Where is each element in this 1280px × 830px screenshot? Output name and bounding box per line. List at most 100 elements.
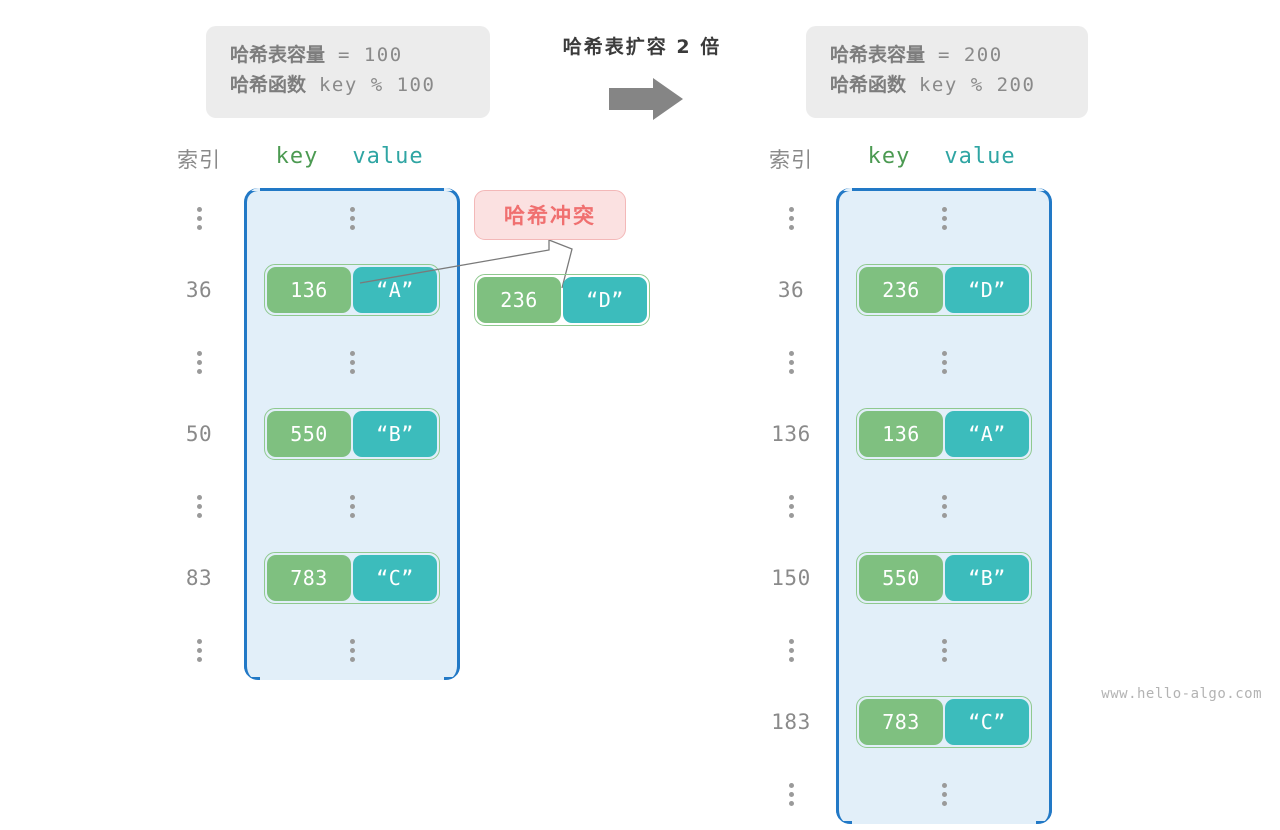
row-cell-area	[836, 182, 1052, 254]
row-index	[160, 470, 238, 542]
kv-key: 783	[267, 555, 351, 601]
kv-key: 550	[859, 555, 943, 601]
kv-key: 783	[859, 699, 943, 745]
ellipsis-icon	[941, 494, 947, 518]
ellipsis-icon	[196, 350, 202, 374]
row-index	[752, 182, 830, 254]
row-cell-area	[244, 182, 460, 254]
row-index: 36	[777, 278, 805, 302]
row-index	[752, 326, 830, 398]
row-cell-area: 783“C”	[244, 542, 460, 614]
table-row	[752, 470, 1052, 542]
capacity-label-before: 哈希表容量	[230, 44, 326, 66]
ellipsis-icon	[941, 638, 947, 662]
ellipsis-icon	[349, 206, 355, 230]
table-row: 83 783“C”	[160, 542, 460, 614]
kv-key: 136	[859, 411, 943, 457]
ellipsis-icon	[788, 494, 794, 518]
ellipsis-icon	[349, 494, 355, 518]
kv-value: “C”	[945, 699, 1029, 745]
ellipsis-icon	[196, 638, 202, 662]
header-key-before: key	[275, 144, 319, 169]
function-expr-after: key % 200	[918, 74, 1036, 96]
ellipsis-icon	[941, 206, 947, 230]
row-index: 83	[185, 566, 213, 590]
row-cell-area: 136“A”	[836, 398, 1052, 470]
capacity-expr-after: = 200	[937, 44, 1003, 66]
kv-pair: 236 “D”	[474, 274, 650, 326]
kv-value: “D”	[563, 277, 647, 323]
table-row	[160, 614, 460, 686]
table-row: 183 783“C”	[752, 686, 1052, 758]
header-index-before: 索引	[177, 148, 221, 172]
row-cell-area: 783“C”	[836, 686, 1052, 758]
kv-value: “D”	[945, 267, 1029, 313]
row-cell-area	[244, 470, 460, 542]
row-index	[752, 614, 830, 686]
function-expr-before: key % 100	[318, 74, 436, 96]
kv-key: 550	[267, 411, 351, 457]
capacity-expr-before: = 100	[337, 44, 403, 66]
row-index	[752, 758, 830, 830]
row-cell-area	[244, 614, 460, 686]
capacity-line-before: 哈希表容量 = 100	[230, 40, 466, 70]
row-index	[160, 614, 238, 686]
kv-pair: 550“B”	[856, 552, 1032, 604]
kv-pair: 236“D”	[856, 264, 1032, 316]
row-index	[160, 182, 238, 254]
header-value-after: value	[944, 144, 1016, 169]
kv-value: “B”	[945, 555, 1029, 601]
kv-pair: 550“B”	[264, 408, 440, 460]
kv-key: 236	[477, 277, 561, 323]
kv-pair: 783“C”	[264, 552, 440, 604]
kv-pair: 136“A”	[856, 408, 1032, 460]
kv-pair: 783“C”	[856, 696, 1032, 748]
table-row	[160, 326, 460, 398]
row-cell-area: 236“D”	[836, 254, 1052, 326]
collision-badge: 哈希冲突	[474, 190, 626, 240]
row-index: 50	[185, 422, 213, 446]
kv-key: 236	[859, 267, 943, 313]
table-row	[752, 326, 1052, 398]
row-cell-area	[836, 326, 1052, 398]
header-key-after: key	[867, 144, 911, 169]
header-value-before: value	[352, 144, 424, 169]
function-label-before: 哈希函数	[230, 74, 307, 96]
kv-value: “A”	[945, 411, 1029, 457]
row-cell-area: 550“B”	[836, 542, 1052, 614]
function-label-after: 哈希函数	[830, 74, 907, 96]
table-row	[752, 614, 1052, 686]
ellipsis-icon	[196, 494, 202, 518]
row-index: 136	[771, 422, 811, 446]
kv-value: “B”	[353, 411, 437, 457]
table-row	[752, 758, 1052, 830]
right-arrow-icon	[595, 75, 695, 125]
kv-key: 136	[267, 267, 351, 313]
table-row	[160, 470, 460, 542]
row-cell-area	[244, 326, 460, 398]
transition-label: 哈希表扩容 2 倍	[562, 36, 722, 58]
table-row	[160, 182, 460, 254]
row-index	[752, 470, 830, 542]
ellipsis-icon	[941, 782, 947, 806]
row-index	[160, 326, 238, 398]
header-index-after: 索引	[769, 148, 813, 172]
ellipsis-icon	[788, 206, 794, 230]
row-cell-area	[836, 614, 1052, 686]
row-index: 183	[771, 710, 811, 734]
diagram-canvas: 哈希表容量 = 100 哈希函数 key % 100 哈希表扩容 2 倍 哈希表…	[0, 0, 1280, 720]
row-cell-area	[836, 758, 1052, 830]
ellipsis-icon	[196, 206, 202, 230]
kv-value: “C”	[353, 555, 437, 601]
table-row	[752, 182, 1052, 254]
info-box-before: 哈希表容量 = 100 哈希函数 key % 100	[206, 26, 490, 118]
function-line-before: 哈希函数 key % 100	[230, 70, 466, 100]
ellipsis-icon	[941, 350, 947, 374]
row-cell-area: 550“B”	[244, 398, 460, 470]
ellipsis-icon	[788, 782, 794, 806]
ellipsis-icon	[788, 638, 794, 662]
info-box-after: 哈希表容量 = 200 哈希函数 key % 200	[806, 26, 1088, 118]
